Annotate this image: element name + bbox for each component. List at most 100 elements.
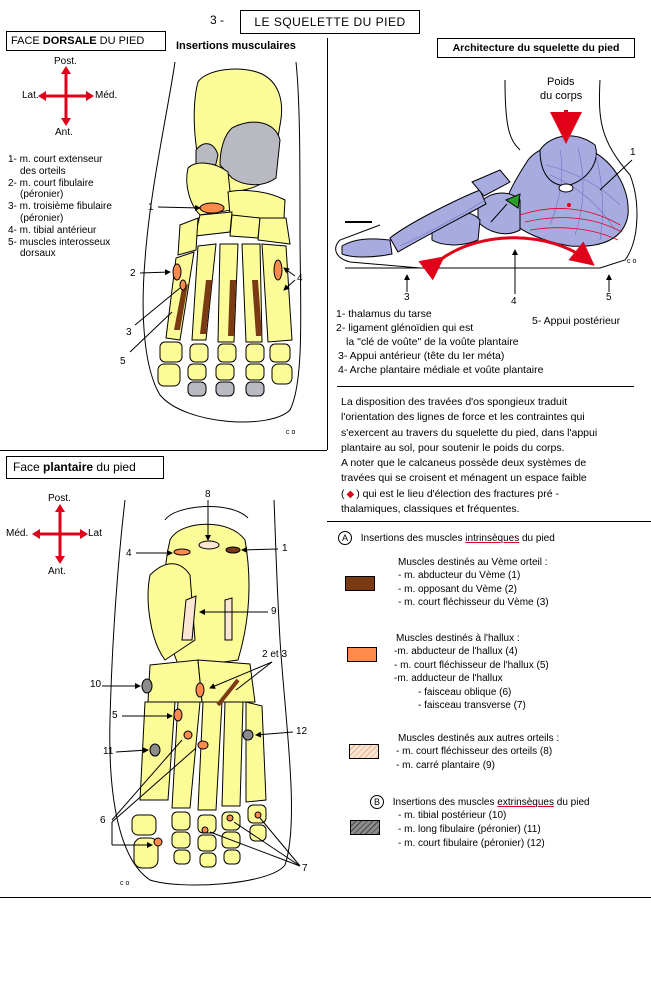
dorsal-face-prefix: FACE xyxy=(11,35,40,47)
dorsal-legend-line: 1- m. court extenseur xyxy=(8,154,103,165)
section-b-underlined: extrinsèques xyxy=(497,797,554,808)
group1-items: - m. abducteur du Vème (1) - m. opposant… xyxy=(398,569,549,610)
legend-item: - m. court fléchisseur du Vème (3) xyxy=(398,597,549,608)
paragraph-line: s'exercent au travers du squelette du pi… xyxy=(341,426,598,439)
paragraph-line: l'orientation des lignes de force et les… xyxy=(341,411,585,424)
section-a-prefix: Insertions des muscles xyxy=(360,533,463,544)
legend-item: - m. long fibulaire (péronier) (11) xyxy=(398,824,541,835)
dorsal-callout-4: 4 xyxy=(297,273,303,284)
section-b-items: - m. tibial postérieur (10) - m. long fi… xyxy=(398,809,545,851)
swatch-gray-hatched xyxy=(350,820,380,835)
circle-b-icon: B xyxy=(370,795,384,809)
marker-open: ( xyxy=(341,487,345,500)
plantar-callout-2-3: 2 et 3 xyxy=(262,649,288,660)
dorsal-orient-lat: Lat. xyxy=(22,90,39,101)
plantar-callout-5: 5 xyxy=(112,710,118,721)
paragraph-line: travées qui se croisent et ménagent un e… xyxy=(341,472,587,485)
plantar-face-suffix: du pied xyxy=(96,460,136,474)
dorsal-face-suffix: DU PIED xyxy=(99,35,145,47)
architecture-title: Architecture du squelette du pied xyxy=(437,38,635,58)
architecture-legend: 1- thalamus du tarse 2- ligament glénoïd… xyxy=(336,307,543,377)
paragraph-text: qui est le lieu d'élection des fractures… xyxy=(362,487,559,500)
dorsal-legend: 1- m. court extenseur des orteils 2- m. … xyxy=(8,154,112,260)
arch-callout-3: 3 xyxy=(404,292,410,303)
plantar-callout-11: 11 xyxy=(103,746,114,757)
dorsal-orient-post: Post. xyxy=(54,56,77,67)
dorsal-orient-med: Méd. xyxy=(95,90,118,101)
dorsal-face-bold: DORSALE xyxy=(42,35,97,47)
legend-item: - m. opposant du Vème (2) xyxy=(398,583,517,595)
arch-legend-line: la "clé de voûte" de la voûte plantaire xyxy=(346,336,519,348)
paragraph-line: plantaire au sol, pour soutenir le poids… xyxy=(341,441,565,454)
dorsal-legend-line: des orteils xyxy=(20,165,66,177)
group3-title: Muscles destinés aux autres orteils : xyxy=(398,733,560,744)
plantar-face-prefix: Face xyxy=(13,460,40,474)
dorsal-callout-3: 3 xyxy=(126,327,132,338)
section-b-prefix: Insertions des muscles xyxy=(392,797,495,808)
plantar-face-label: Face plantaire du pied xyxy=(6,456,164,479)
plantar-signature: c o xyxy=(120,880,130,887)
plantar-face-bold: plantaire xyxy=(43,460,94,474)
legend-item: - m. court fibulaire (péronier) (12) xyxy=(398,838,545,849)
legend-section-b: B Insertions des muscles extrinsèques du… xyxy=(370,795,590,809)
legend-item: - m. court fléchisseur de l'hallux (5) xyxy=(394,659,549,671)
dorsal-callout-1: 1 xyxy=(148,202,154,213)
plantar-callout-6: 6 xyxy=(100,815,106,826)
paragraph-line: thalamiques, classiques et fréquentes. xyxy=(341,503,520,516)
dorsal-legend-line: dorsaux xyxy=(20,248,56,260)
swatch-dark-brown xyxy=(345,576,375,591)
page-number: 3 - xyxy=(210,13,225,27)
plantar-orientation-cross xyxy=(32,504,88,564)
dorsal-legend-line: 5- muscles interosseux xyxy=(8,236,111,248)
plantar-callout-8: 8 xyxy=(205,489,211,500)
architecture-foot-drawing xyxy=(335,79,638,269)
dorsal-legend-line: 2- m. court fibulaire xyxy=(8,177,94,189)
plantar-orient-lat: Lat xyxy=(88,528,102,539)
marker-close: ) xyxy=(356,487,360,500)
section-b-suffix: du pied xyxy=(556,797,590,808)
vertical-divider xyxy=(327,38,328,450)
group3-items: - m. court fléchisseur des orteils (8) -… xyxy=(396,745,552,773)
page-title-text: LE SQUELETTE DU PIED xyxy=(254,15,406,29)
swatch-orange xyxy=(347,647,377,662)
dorsal-orient-ant: Ant. xyxy=(55,127,73,138)
arch-legend-right: 5- Appui postérieur xyxy=(532,315,621,327)
dorsal-legend-line: (péronier) xyxy=(20,212,64,224)
arch-signature: c o xyxy=(627,258,637,265)
dorsal-callout-2: 2 xyxy=(130,268,136,279)
weight-label-2: du corps xyxy=(540,90,583,102)
arch-legend-line: 2- ligament glénoïdien qui est xyxy=(336,322,474,334)
legend-item: - m. abducteur du Vème (1) xyxy=(398,570,521,581)
legend-item: - m. carré plantaire (9) xyxy=(396,760,495,771)
arch-legend-line: 1- thalamus du tarse xyxy=(336,308,432,320)
section-a-underlined: intrinsèques xyxy=(465,533,520,544)
plantar-orient-med: Méd. xyxy=(6,528,29,539)
dorsal-signature: c o xyxy=(286,429,296,436)
weight-label-1: Poids xyxy=(547,76,575,88)
arch-legend-line: 4- Arche plantaire médiale et voûte plan… xyxy=(338,364,544,376)
dorsal-orientation-cross xyxy=(38,66,94,126)
horizontal-divider-bottom xyxy=(0,897,651,898)
group1-title: Muscles destinés au Vème orteil : xyxy=(398,557,548,568)
plantar-orient-post: Post. xyxy=(48,493,71,504)
dorsal-legend-line: 4- m. tibial antérieur xyxy=(8,224,97,236)
plantar-orient-ant: Ant. xyxy=(48,566,66,577)
horizontal-divider-right xyxy=(327,521,651,522)
section-a-suffix: du pied xyxy=(521,533,555,544)
architecture-paragraph: La disposition des travées d'os spongieu… xyxy=(341,395,597,517)
paragraph-line: A noter que le calcaneus possède deux sy… xyxy=(341,457,587,470)
plantar-foot-drawing xyxy=(109,499,292,886)
legend-item: - m. tibial postérieur (10) xyxy=(398,810,507,821)
plantar-callout-4: 4 xyxy=(126,548,132,559)
architecture-title-text: Architecture du squelette du pied xyxy=(452,42,620,54)
page-title: LE SQUELETTE DU PIED xyxy=(240,10,420,34)
plantar-callout-12: 12 xyxy=(296,726,308,737)
plantar-callout-1: 1 xyxy=(282,543,288,554)
arch-callout-2: 2 xyxy=(485,218,491,229)
dorsal-callout-5: 5 xyxy=(120,356,126,367)
circle-a-icon: A xyxy=(338,531,352,545)
paragraph-line: (◆) qui est le lieu d'élection des fract… xyxy=(341,487,597,502)
arch-callout-4: 4 xyxy=(511,296,517,307)
arch-callout-1: 1 xyxy=(630,147,636,158)
legend-item: - faisceau transverse (7) xyxy=(418,700,526,711)
